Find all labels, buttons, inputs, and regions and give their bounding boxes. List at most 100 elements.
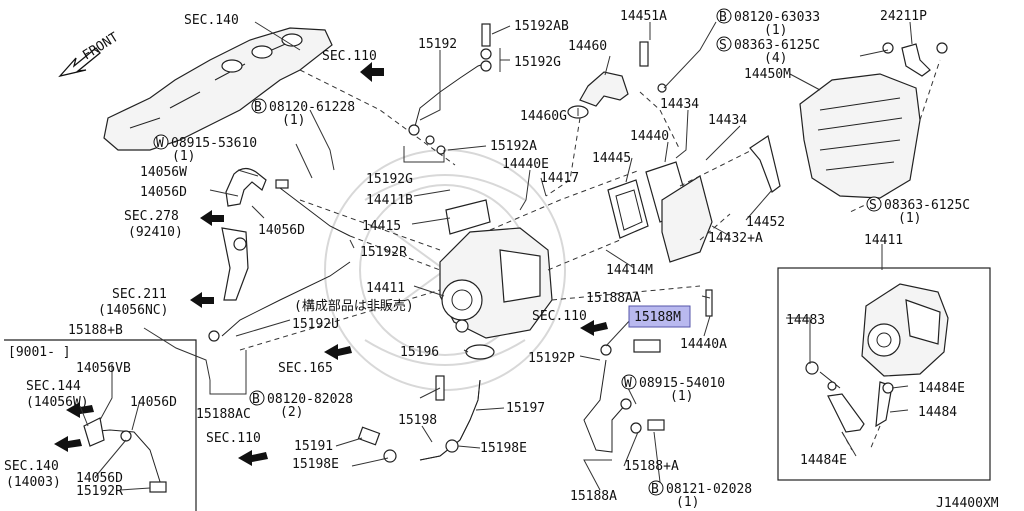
oil-feed-tube-shape	[408, 23, 492, 155]
label-15188a[interactable]: 15188A	[570, 489, 617, 504]
label-15188b[interactable]: 15188+B	[68, 323, 123, 338]
label-sec144[interactable]: SEC.144	[26, 379, 81, 394]
label-15192u[interactable]: 15192U	[292, 317, 339, 332]
label-14411-right[interactable]: 14411	[864, 233, 903, 248]
circle-prefix-w-54010: W	[621, 374, 637, 391]
qty-08915-54010: (1)	[670, 389, 693, 404]
label-14056d-a[interactable]: 14056D	[140, 185, 187, 200]
label-14432a[interactable]: 14432+A	[708, 231, 763, 246]
svg-text:S: S	[719, 38, 727, 53]
label-08120-63033[interactable]: 08120-63033	[734, 10, 820, 25]
drawing-code: J14400XM	[936, 496, 999, 511]
svg-text:B: B	[252, 392, 260, 407]
label-14056w[interactable]: 14056W	[140, 165, 187, 180]
label-14484e-b[interactable]: 14484E	[800, 453, 847, 468]
label-08120-61228[interactable]: 08120-61228	[269, 100, 355, 115]
circle-prefix-b-63033: B	[716, 8, 732, 25]
sec-arrow-icon-sec165	[324, 344, 352, 360]
label-08363-6125c-b[interactable]: 08363-6125C	[884, 198, 970, 213]
label-15197[interactable]: 15197	[506, 401, 545, 416]
sec-arrow-icon-sec110-bot	[238, 450, 268, 466]
label-24211p[interactable]: 24211P	[880, 9, 927, 24]
label-14460[interactable]: 14460	[568, 39, 607, 54]
qty-08120-82028: (2)	[280, 405, 303, 420]
label-14411-mid[interactable]: 14411	[366, 281, 405, 296]
svg-text:W: W	[156, 136, 164, 151]
label-14434-a[interactable]: 14434	[660, 97, 699, 112]
label-15192[interactable]: 15192	[418, 37, 457, 52]
label-14450m[interactable]: 14450M	[744, 67, 791, 82]
label-15191[interactable]: 15191	[294, 439, 333, 454]
label-14056d-c[interactable]: 14056D	[130, 395, 177, 410]
label-14451a[interactable]: 14451A	[620, 9, 667, 24]
qty-08915-53610: (1)	[172, 149, 195, 164]
label-15192p[interactable]: 15192P	[528, 351, 575, 366]
label-14483[interactable]: 14483	[786, 313, 825, 328]
circle-prefix-b-02028: B	[648, 480, 664, 497]
label-sec110-bot[interactable]: SEC.110	[206, 431, 261, 446]
sec-arrow-icon-sec278	[200, 210, 224, 226]
label-sec144-sub: (14056W)	[26, 395, 89, 410]
label-sec110-top[interactable]: SEC.110	[322, 49, 377, 64]
label-15192g-top[interactable]: 15192G	[514, 55, 561, 70]
circle-prefix-b-82028: B	[249, 390, 265, 407]
label-15188aa[interactable]: 15188AA	[586, 291, 641, 306]
label-sec140-top[interactable]: SEC.140	[184, 13, 239, 28]
label-sec278[interactable]: SEC.278	[124, 209, 179, 224]
qty-08120-63033: (1)	[764, 23, 787, 38]
label-14440e[interactable]: 14440E	[502, 157, 549, 172]
label-14445[interactable]: 14445	[592, 151, 631, 166]
label-14452[interactable]: 14452	[746, 215, 785, 230]
label-08915-54010[interactable]: 08915-54010	[639, 376, 725, 391]
label-08120-82028[interactable]: 08120-82028	[267, 392, 353, 407]
label-08915-53610[interactable]: 08915-53610	[171, 136, 257, 151]
label-08121-02028[interactable]: 08121-02028	[666, 482, 752, 497]
circle-prefix-s-6125c-a: S	[716, 36, 732, 53]
sec-arrow-icon-sec110-mid	[580, 320, 608, 336]
label-sec211[interactable]: SEC.211	[112, 287, 167, 302]
label-15198[interactable]: 15198	[398, 413, 437, 428]
svg-text:S: S	[869, 198, 877, 213]
label-15192r-a[interactable]: 15192R	[360, 245, 407, 260]
label-14411b[interactable]: 14411B	[366, 193, 413, 208]
jp-note: (構成部品は非販売)	[294, 298, 414, 314]
label-sec110-mid[interactable]: SEC.110	[532, 309, 587, 324]
label-15188ac[interactable]: 15188AC	[196, 407, 251, 422]
exhaust-manifold-shape	[103, 27, 333, 151]
label-14056d-d[interactable]: 14056D	[76, 471, 123, 486]
label-15192r-b[interactable]: 15192R	[76, 484, 123, 499]
inset-left-header: [9001- ]	[8, 345, 71, 360]
svg-text:W: W	[624, 376, 632, 391]
label-14484[interactable]: 14484	[918, 405, 957, 420]
label-15192ab[interactable]: 15192AB	[514, 19, 569, 34]
circle-prefix-s-6125c-b: S	[866, 196, 882, 213]
sec-arrow-icon-sec144	[66, 402, 94, 418]
label-14440[interactable]: 14440	[630, 129, 669, 144]
label-14417[interactable]: 14417	[540, 171, 579, 186]
label-sec165[interactable]: SEC.165	[278, 361, 333, 376]
heat-shield-shape	[799, 42, 948, 199]
label-sec140-bot[interactable]: SEC.140	[4, 459, 59, 474]
leader-lines	[79, 21, 913, 491]
label-14415[interactable]: 14415	[362, 219, 401, 234]
label-15192g-mid[interactable]: 15192G	[366, 172, 413, 187]
label-15198e-b[interactable]: 15198E	[292, 457, 339, 472]
label-14434-b[interactable]: 14434	[708, 113, 747, 128]
label-15188m[interactable]: 15188M	[634, 310, 681, 325]
label-08363-6125c-a[interactable]: 08363-6125C	[734, 38, 820, 53]
label-14440a[interactable]: 14440A	[680, 337, 727, 352]
label-14056d-b[interactable]: 14056D	[258, 223, 305, 238]
label-sec211-sub: (14056NC)	[98, 303, 168, 318]
label-15196[interactable]: 15196	[400, 345, 439, 360]
qty-08363-6125c-b: (1)	[898, 211, 921, 226]
label-15198e-a[interactable]: 15198E	[480, 441, 527, 456]
label-14056vb[interactable]: 14056VB	[76, 361, 131, 376]
label-14414m[interactable]: 14414M	[606, 263, 653, 278]
label-15192a[interactable]: 15192A	[490, 139, 537, 154]
highlight-box	[628, 305, 691, 328]
label-14460g[interactable]: 14460G	[520, 109, 567, 124]
qty-08120-61228: (1)	[282, 113, 305, 128]
label-15188a-plus[interactable]: 15188+A	[624, 459, 679, 474]
label-14484e-a[interactable]: 14484E	[918, 381, 965, 396]
